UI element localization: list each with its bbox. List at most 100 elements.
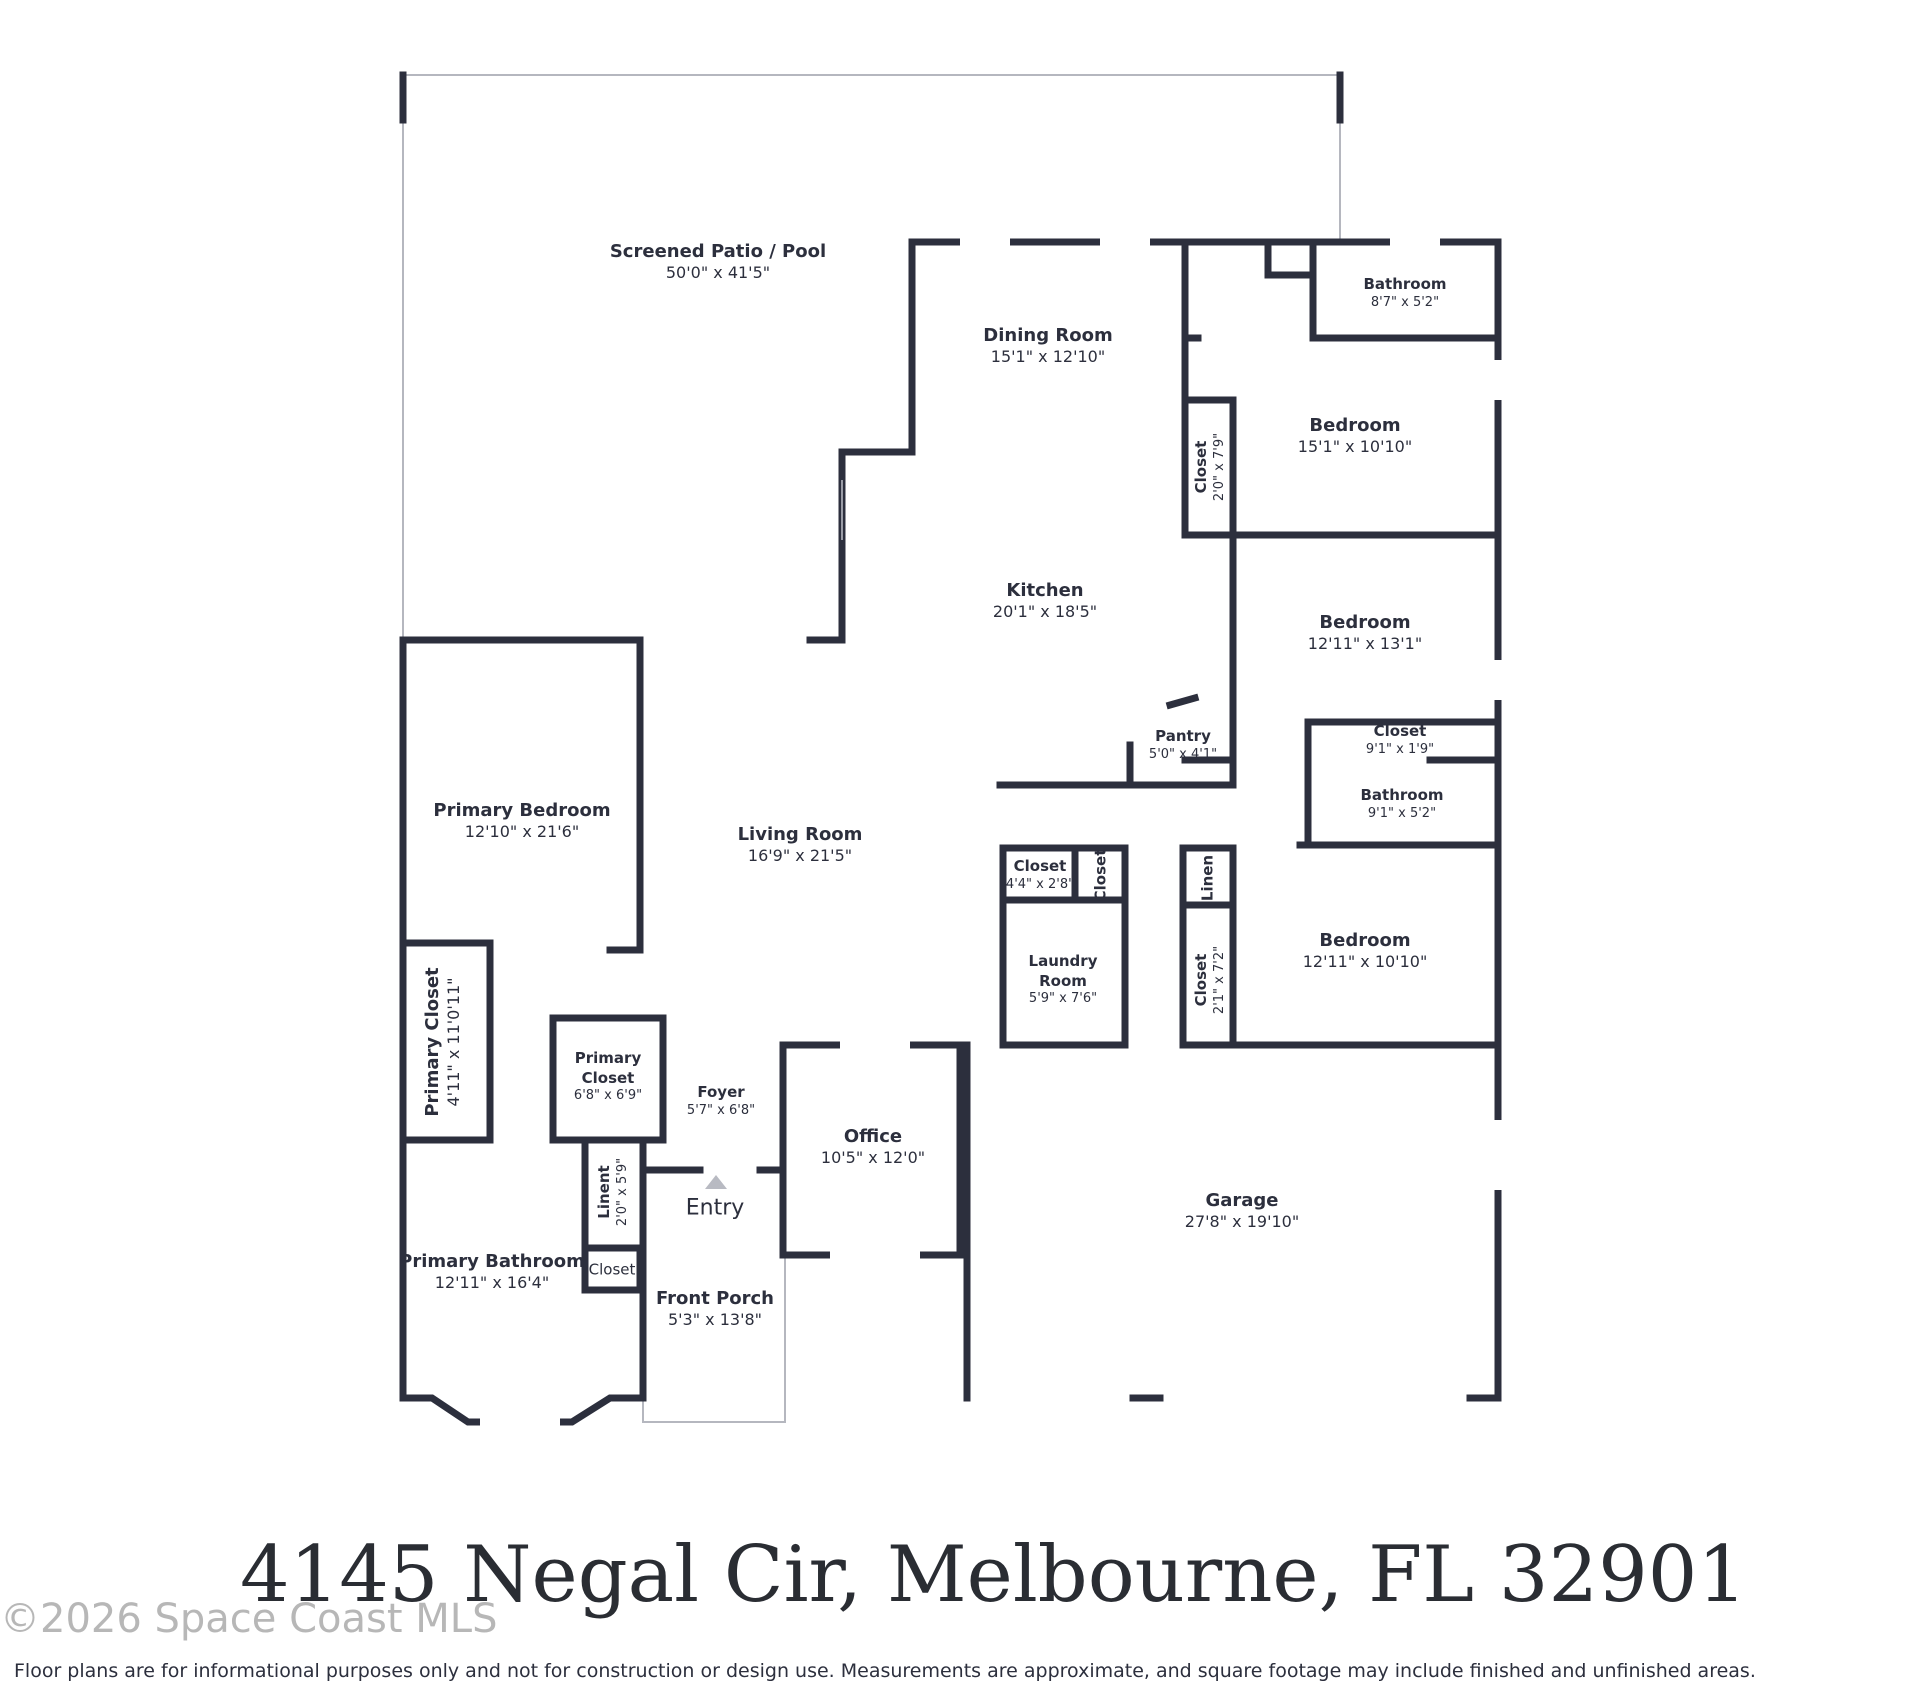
room-primary-closet1: Primary Closet 4'11" x 11'0'11" xyxy=(421,967,465,1116)
room-bath2: Bathroom 9'1" x 5'2" xyxy=(1360,786,1443,822)
room-closet5: Closet xyxy=(589,1260,636,1280)
wall-linen2 xyxy=(581,1136,644,1294)
room-dims: 27'8" x 19'10" xyxy=(1184,1212,1300,1232)
room-name: Entry xyxy=(685,1195,745,1221)
room-primary-closet2: Primary Closet 6'8" x 6'9" xyxy=(568,1049,648,1105)
wall-closet5 xyxy=(581,1244,644,1294)
wall-closet2 xyxy=(1304,718,1502,764)
wall-primary-closet2 xyxy=(549,1014,667,1144)
room-dims: 12'10" x 21'6" xyxy=(464,822,580,842)
room-name: Bedroom xyxy=(1309,414,1401,436)
room-dims: 4'11" x 11'0'11" xyxy=(444,977,464,1107)
room-closet3b: Closet xyxy=(1091,849,1111,902)
wall-primary-bed-right xyxy=(606,636,644,954)
room-office: Office 10'5" x 12'0" xyxy=(821,1125,925,1169)
room-porch: Front Porch 5'3" x 13'8" xyxy=(656,1287,774,1331)
room-name: Linent xyxy=(594,1165,613,1219)
wall-primary-closet1 xyxy=(399,939,494,1144)
room-primary-bath: Primary Bathroom 12'11" x 16'4" xyxy=(399,1250,585,1294)
room-name: Front Porch xyxy=(656,1287,774,1309)
room-name: Living Room xyxy=(737,823,863,845)
patio-screen xyxy=(403,74,1341,242)
room-name: Primary Bathroom xyxy=(399,1250,585,1272)
room-name: Linen xyxy=(1198,854,1217,902)
room-dims: 8'7" x 5'2" xyxy=(1370,294,1440,310)
room-dining: Dining Room 15'1" x 12'10" xyxy=(983,324,1112,368)
room-closet4: Closet 2'1" x 7'2" xyxy=(1192,946,1228,1014)
room-name: Primary Bedroom xyxy=(433,799,611,821)
room-name: Closet xyxy=(1191,953,1210,1007)
room-dims: 6'8" x 6'9" xyxy=(573,1088,643,1104)
room-patio: Screened Patio / Pool 50'0" x 41'5" xyxy=(610,240,826,284)
mls-watermark: ©2026 Space Coast MLS xyxy=(0,1596,498,1642)
room-name: Closet xyxy=(1013,856,1067,875)
wall-bed3 xyxy=(1179,844,1237,1049)
room-dims: 5'3" x 13'8" xyxy=(667,1310,763,1330)
room-laundry: Laundry Room 5'9" x 7'6" xyxy=(1028,952,1098,1008)
room-name: Laundry Room xyxy=(1028,952,1098,990)
room-dims: 5'7" x 6'8" xyxy=(686,1102,756,1118)
room-dims: 9'1" x 1'9" xyxy=(1365,741,1435,757)
room-name: Foyer xyxy=(697,1082,745,1101)
property-address: 4145 Negal Cir, Melbourne, FL 32901 xyxy=(240,1530,1748,1620)
room-foyer: Foyer 5'7" x 6'8" xyxy=(687,1083,755,1119)
room-name: Closet xyxy=(1191,440,1210,494)
room-name: Bathroom xyxy=(1363,274,1447,293)
room-name: Dining Room xyxy=(983,324,1113,346)
room-name: Closet xyxy=(588,1260,636,1279)
room-dims: 15'1" x 10'10" xyxy=(1297,437,1413,457)
room-name: Primary Closet xyxy=(574,1049,642,1087)
room-dims: 12'11" x 16'4" xyxy=(434,1273,550,1293)
room-name: Pantry xyxy=(1155,726,1211,745)
room-name: Primary Closet xyxy=(421,967,443,1117)
entry-arrow-icon xyxy=(705,1175,727,1189)
room-name: Office xyxy=(843,1125,903,1147)
room-dims: 9'1" x 5'2" xyxy=(1367,805,1437,821)
room-name: Garage xyxy=(1205,1189,1279,1211)
wall-bath1-small xyxy=(1264,238,1317,279)
room-closet1: Closet 2'0" x 7'9" xyxy=(1192,433,1228,501)
room-dims: 2'0" x 7'9" xyxy=(1211,432,1227,502)
room-dims: 2'1" x 7'2" xyxy=(1211,945,1227,1015)
wall-primary-bath-bottom xyxy=(399,1136,647,1426)
room-dims: 16'9" x 21'5" xyxy=(747,846,853,866)
room-primary-bedroom: Primary Bedroom 12'10" x 21'6" xyxy=(433,799,610,843)
room-dims: 2'0" x 5'9" xyxy=(614,1157,630,1227)
room-name: Closet xyxy=(1373,721,1427,740)
room-dims: 4'4" x 2'8" xyxy=(1005,876,1075,892)
room-living: Living Room 16'9" x 21'5" xyxy=(738,823,863,867)
room-garage: Garage 27'8" x 19'10" xyxy=(1185,1189,1299,1233)
room-name: Bedroom xyxy=(1319,929,1411,951)
wall-garage-right xyxy=(1466,1041,1502,1402)
room-dims: 15'1" x 12'10" xyxy=(990,347,1106,367)
wall-closet3 xyxy=(999,844,1129,1049)
wall-kitchen-step xyxy=(806,448,916,644)
room-name: Bedroom xyxy=(1319,611,1411,633)
wall-office xyxy=(779,1041,964,1259)
wall-pantry-top xyxy=(1165,693,1200,710)
room-name: Kitchen xyxy=(1006,579,1084,601)
wall-closet1 xyxy=(1181,396,1237,539)
room-dims: 10'5" x 12'0" xyxy=(820,1148,926,1168)
room-dims: 5'0" x 4'1" xyxy=(1148,746,1218,762)
room-bath1: Bathroom 8'7" x 5'2" xyxy=(1363,275,1446,311)
wall-pantry xyxy=(1126,741,1237,789)
room-entry: Entry xyxy=(686,1195,745,1224)
room-name: Screened Patio / Pool xyxy=(609,240,827,262)
room-kitchen: Kitchen 20'1" x 18'5" xyxy=(993,579,1097,623)
room-name: Closet xyxy=(1091,848,1110,902)
room-closet3: Closet 4'4" x 2'8" xyxy=(1006,857,1074,893)
room-dims: 50'0" x 41'5" xyxy=(665,263,771,283)
room-linen2: Linent 2'0" x 5'9" xyxy=(595,1158,631,1226)
room-closet2: Closet 9'1" x 1'9" xyxy=(1366,722,1434,758)
room-linen1: Linen xyxy=(1198,855,1218,901)
room-name: Bathroom xyxy=(1360,785,1444,804)
room-pantry: Pantry 5'0" x 4'1" xyxy=(1149,727,1217,763)
room-dims: 5'9" x 7'6" xyxy=(1028,991,1098,1007)
room-bedroom3: Bedroom 12'11" x 10'10" xyxy=(1303,929,1428,973)
room-bedroom2: Bedroom 12'11" x 13'1" xyxy=(1308,611,1422,655)
room-dims: 12'11" x 10'10" xyxy=(1302,952,1428,972)
room-dims: 20'1" x 18'5" xyxy=(992,602,1098,622)
room-dims: 12'11" x 13'1" xyxy=(1307,634,1423,654)
